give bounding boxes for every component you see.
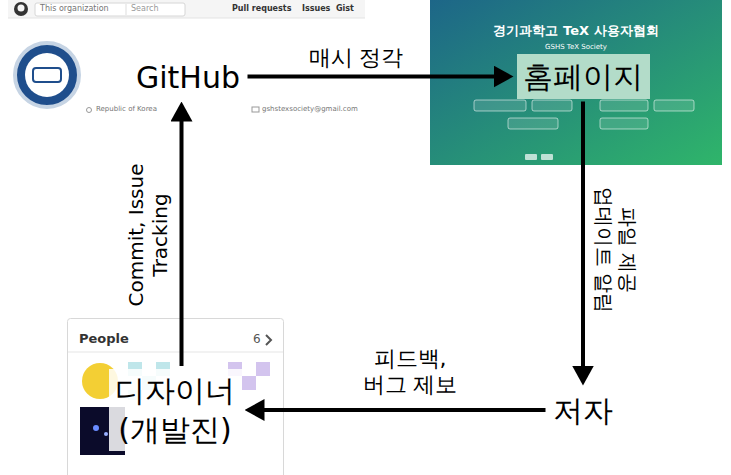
edge-label: 파일 제공 업데이트 알림 xyxy=(592,186,640,314)
process-box: GitHub xyxy=(132,56,245,99)
node-label: 홈페이지 xyxy=(523,57,644,96)
page-badge xyxy=(525,154,537,160)
flow-arrow xyxy=(581,102,585,376)
panel-rule xyxy=(68,352,283,353)
screenshot-text: Republic of Korea xyxy=(96,105,157,113)
page-button xyxy=(654,100,694,111)
avatar-dot xyxy=(104,432,108,436)
screenshot-text: This organization xyxy=(40,4,109,14)
github-logo xyxy=(14,2,28,16)
process-box: 디자이너 (개발진) xyxy=(109,369,242,451)
node-label: 디자이너 (개발진) xyxy=(115,371,236,449)
github-logo-inner xyxy=(18,5,25,12)
search-divider xyxy=(126,4,127,15)
page-button xyxy=(600,100,648,111)
flow-arrow xyxy=(255,408,546,412)
chevron xyxy=(266,335,271,345)
process-box: 홈페이지 xyxy=(517,54,650,99)
screenshot-text: 경기과학고 TeX 사용자협회 xyxy=(493,23,658,39)
screenshot-text: Gist xyxy=(336,4,354,14)
flow-arrow xyxy=(248,75,504,79)
process-box: 저자 xyxy=(549,389,618,432)
page-button xyxy=(600,118,648,129)
people-panel xyxy=(68,319,284,475)
page-button xyxy=(508,118,558,129)
screenshot-text: Pull requests xyxy=(232,4,291,14)
avatar-dot xyxy=(93,425,99,431)
edge-label: 매시 정각 xyxy=(308,45,404,71)
org-avatar-mark xyxy=(33,68,61,82)
node-label: GitHub xyxy=(136,58,241,97)
screenshot-text: GSHS TeX Society xyxy=(545,43,607,51)
identicon-cell xyxy=(256,362,270,376)
page-button xyxy=(474,100,526,111)
search-box xyxy=(35,3,185,16)
edge-label: Commit, Issue Tracking xyxy=(124,164,172,307)
screenshot-text: People xyxy=(79,331,129,347)
mail-icon xyxy=(252,107,259,112)
location-icon xyxy=(87,108,92,113)
edge-label: 피드백, 버그 제보 xyxy=(362,346,458,399)
flow-arrow xyxy=(180,112,184,367)
org-avatar xyxy=(15,43,79,107)
screenshot-text: gshstexsociety@gmail.com xyxy=(262,105,358,113)
page-button xyxy=(532,100,572,111)
screenshot-text: Search xyxy=(131,4,158,14)
homepage-screenshot xyxy=(430,0,722,165)
node-label: 저자 xyxy=(553,391,614,430)
screenshot-text: 6 xyxy=(253,332,261,346)
header-rule xyxy=(8,18,365,19)
identicon-cell xyxy=(242,376,256,390)
github-header xyxy=(8,0,365,18)
screenshot-text: Issues xyxy=(302,4,330,14)
org-avatar-inner xyxy=(25,53,69,97)
page-badge xyxy=(541,154,553,160)
